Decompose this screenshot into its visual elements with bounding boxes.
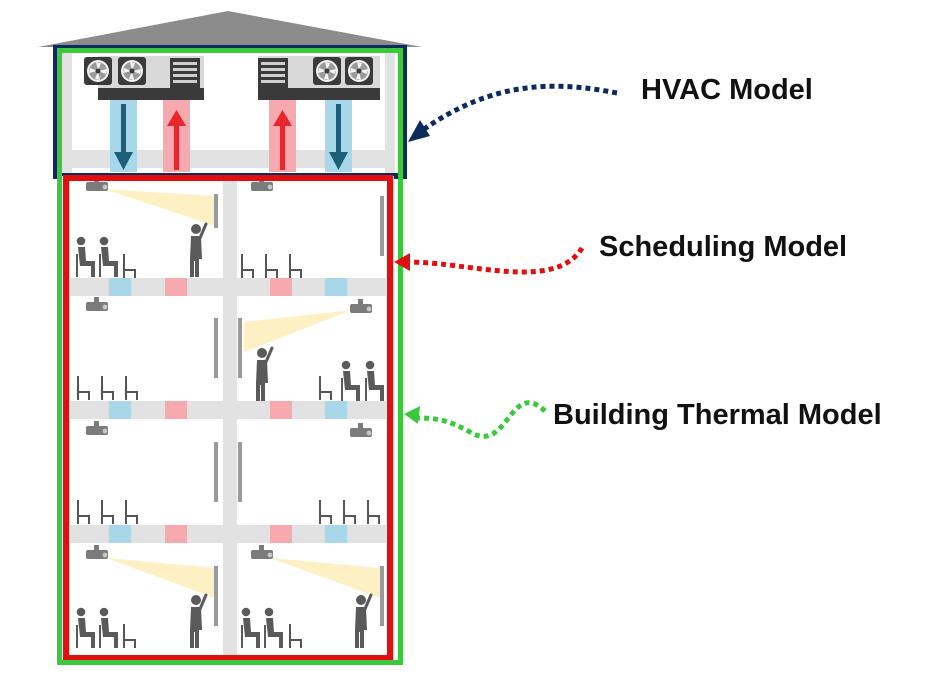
vent-icon	[258, 58, 288, 90]
projector-beam	[106, 558, 215, 598]
cool-duct	[109, 278, 131, 296]
whiteboard-icon	[238, 442, 242, 502]
fan-icon	[84, 57, 112, 85]
warm-duct	[165, 278, 187, 296]
fan-icon	[118, 57, 146, 85]
scheduling-pointer-arrow	[394, 246, 585, 275]
hvac-unit-right	[258, 56, 380, 100]
building-thermal-pointer-arrow	[404, 400, 547, 439]
vent-icon	[170, 58, 200, 90]
projector-beam	[244, 310, 352, 352]
cool-arrow-down	[329, 104, 348, 170]
hvac-unit-left	[84, 56, 204, 100]
cool-duct	[109, 525, 131, 543]
warm-duct	[165, 525, 187, 543]
projector-beam	[270, 558, 380, 598]
warm-duct	[270, 401, 292, 419]
hvac-pointer-arrow	[408, 83, 618, 142]
hvac-model-label: HVAC Model	[641, 74, 813, 106]
whiteboard-icon	[380, 196, 384, 256]
fan-icon	[345, 57, 373, 85]
scheduling-model-label: Scheduling Model	[599, 231, 848, 263]
scheduling-boundary	[63, 175, 393, 661]
warm-duct	[270, 525, 292, 543]
cool-duct	[325, 525, 347, 543]
warm-arrow-up	[167, 110, 186, 170]
building-thermal-boundary	[57, 48, 403, 665]
roof	[38, 11, 422, 47]
whiteboard-icon	[214, 566, 218, 626]
cool-duct	[325, 401, 347, 419]
whiteboard-icon	[214, 442, 218, 502]
warm-duct	[270, 278, 292, 296]
building-interior	[62, 176, 394, 660]
building-thermal-model-label: Building Thermal Model	[553, 399, 882, 431]
fan-icon	[313, 57, 341, 85]
warm-arrow-up	[273, 110, 292, 170]
mechanical-floor	[57, 47, 403, 177]
whiteboard-icon	[214, 318, 218, 378]
warm-duct	[165, 401, 187, 419]
whiteboard-icon	[238, 318, 242, 378]
projector-beam	[104, 189, 215, 226]
whiteboard-icon	[214, 194, 218, 228]
cool-duct	[325, 278, 347, 296]
whiteboard-icon	[380, 566, 384, 626]
cool-arrow-down	[114, 104, 133, 170]
cool-duct	[109, 401, 131, 419]
